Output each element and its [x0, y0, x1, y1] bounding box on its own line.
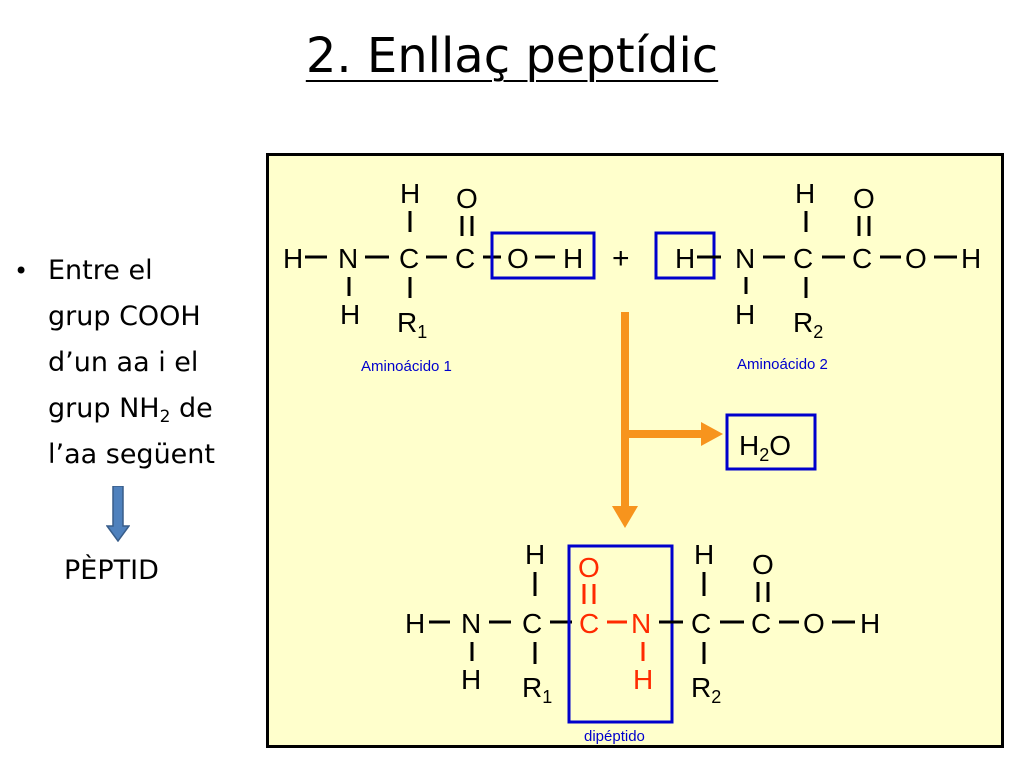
- aa2-caption: Aminoácido 2: [737, 356, 828, 373]
- aa1-h-bottom: H: [340, 299, 360, 330]
- bullet-line-3: d’un aa i el: [48, 347, 199, 378]
- aa2-h-top: H: [795, 178, 815, 209]
- reaction-arrow: [612, 312, 723, 528]
- dip-h-left: H: [405, 608, 425, 639]
- peptide-bond-highlight: [567, 544, 674, 724]
- dip-h-top1: H: [525, 539, 545, 570]
- dip-n-peptide: N: [631, 608, 651, 639]
- dip-c-alpha1: C: [522, 608, 542, 639]
- dip-h-hydroxyl: H: [860, 608, 880, 639]
- aa2-c-alpha: C: [793, 243, 813, 274]
- aa2-r2: R2: [793, 307, 823, 342]
- aa1-h-left: H: [283, 243, 303, 274]
- dip-c-alpha2: C: [691, 608, 711, 639]
- aa1-oh-highlight: [490, 231, 596, 280]
- reaction-diagram: H H N C H R1 C O O H Aminoácido 1 +: [283, 178, 981, 745]
- dip-r2: R2: [691, 672, 721, 707]
- aa1-caption: Aminoácido 1: [361, 358, 452, 375]
- dip-o-peptide: O: [578, 552, 600, 583]
- aa2-c-carboxyl: C: [852, 243, 872, 274]
- dip-h-top2: H: [694, 539, 714, 570]
- dip-o-hydroxyl: O: [803, 608, 825, 639]
- bullet-line-1: Entre el: [48, 255, 153, 286]
- dip-c-carboxyl: C: [751, 608, 771, 639]
- aa2-n: N: [735, 243, 755, 274]
- down-arrow-icon: [106, 486, 130, 542]
- aa2-h-left: H: [675, 243, 695, 274]
- aa2-o-double: O: [853, 183, 875, 214]
- dip-r1: R1: [522, 672, 552, 707]
- dip-o-double: O: [752, 549, 774, 580]
- aa1-r1: R1: [397, 307, 427, 342]
- plus-sign: +: [612, 242, 630, 275]
- dip-h-peptide: H: [633, 664, 653, 695]
- bullet-dot: •: [14, 257, 29, 285]
- bullet-line-2: grup COOH: [48, 301, 201, 332]
- reaction-diagram-panel: H H N C H R1 C O O H Aminoácido 1 +: [266, 153, 1004, 748]
- bullet-line-4: grup NH2 de: [48, 393, 213, 427]
- aa1-h-hydroxyl: H: [563, 243, 583, 274]
- aa1-c-alpha: C: [399, 243, 419, 274]
- aa2-h-bottom: H: [735, 299, 755, 330]
- water-formula: H2O: [739, 430, 791, 465]
- water-box: [725, 413, 817, 471]
- aa1-n: N: [338, 243, 358, 274]
- dip-c-peptide: C: [579, 608, 599, 639]
- aa2-o-hydroxyl: O: [905, 243, 927, 274]
- aa1-o-double: O: [456, 183, 478, 214]
- dip-n-left: N: [461, 608, 481, 639]
- aa1-c-carboxyl: C: [455, 243, 475, 274]
- aa2-h-hydroxyl: H: [961, 243, 981, 274]
- bullet-line-5: l’aa següent: [48, 439, 215, 470]
- slide-title: 2. Enllaç peptídic: [305, 28, 719, 84]
- aa1-h-top: H: [400, 178, 420, 209]
- aa1-o-hydroxyl: O: [507, 243, 529, 274]
- dipeptide-caption: dipéptido: [584, 728, 645, 745]
- dip-h-n-bottom: H: [461, 664, 481, 695]
- peptid-label: PÈPTID: [64, 555, 159, 586]
